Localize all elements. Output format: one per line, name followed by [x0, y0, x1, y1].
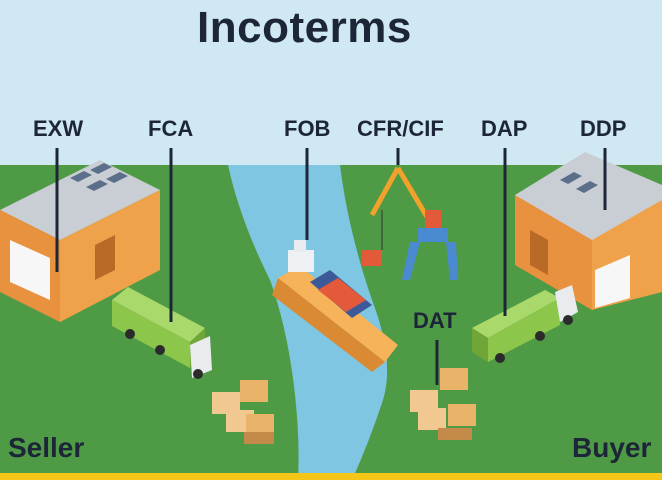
term-fob: FOB	[284, 116, 331, 141]
bottom-bar	[0, 473, 662, 480]
term-dap: DAP	[481, 116, 528, 141]
term-dat: DAT	[413, 308, 457, 333]
port-crane	[362, 166, 458, 280]
term-exw: EXW	[33, 116, 84, 141]
buyer-warehouse	[515, 152, 662, 310]
term-ddp: DDP	[580, 116, 627, 141]
seller-label: Seller	[8, 432, 85, 463]
seller-boxes	[212, 380, 274, 444]
cargo-ship	[272, 240, 398, 372]
buyer-label: Buyer	[572, 432, 652, 463]
seller-truck	[112, 287, 212, 379]
seller-warehouse	[0, 160, 160, 322]
page-title: Incoterms	[197, 3, 412, 52]
river	[228, 165, 388, 480]
buyer-boxes	[410, 368, 476, 440]
buyer-truck	[472, 285, 578, 363]
term-fca: FCA	[148, 116, 194, 141]
term-cfr-cif: CFR/CIF	[357, 116, 444, 141]
term-pointer-lines	[55, 148, 607, 385]
